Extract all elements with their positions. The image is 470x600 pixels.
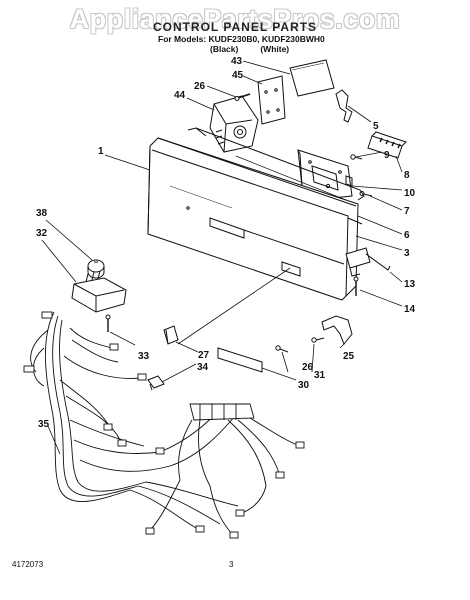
part-31-screw [275, 345, 289, 353]
part-30-plate [217, 347, 263, 373]
callout-10: 10 [404, 188, 416, 199]
leader-lines [41, 60, 403, 455]
callout-13: 13 [404, 279, 416, 290]
callout-43: 43 [231, 56, 243, 67]
part-35-wire-harness [23, 311, 305, 539]
part-33-screw [105, 314, 111, 332]
callout-27: 27 [198, 350, 210, 361]
callout-26-lower: 26 [302, 362, 314, 373]
callout-44: 44 [174, 90, 186, 101]
variant-row: (Black) (White) [210, 44, 311, 54]
part-6-trim-line [347, 217, 363, 225]
callout-14: 14 [404, 304, 416, 315]
callout-3: 3 [404, 248, 410, 259]
control-rod [187, 127, 365, 205]
callout-1: 1 [98, 146, 104, 157]
part-25-bracket [321, 315, 353, 345]
watermark: AppliancePartsPros.com [69, 4, 401, 34]
callout-5: 5 [373, 121, 379, 132]
callout-8: 8 [404, 170, 410, 181]
part-34-clip [147, 375, 165, 391]
callout-32: 32 [36, 228, 48, 239]
page-title: CONTROL PANEL PARTS [152, 20, 318, 34]
part-43-plate [289, 59, 335, 97]
callout-6: 6 [404, 230, 410, 241]
part-26-screw-top [234, 93, 251, 101]
callout-25: 25 [343, 351, 355, 362]
callout-34: 34 [197, 362, 209, 373]
part-38-knob [87, 259, 105, 279]
variant-white: (White) [260, 44, 290, 54]
part-27-block [163, 325, 179, 345]
callout-45: 45 [232, 70, 244, 81]
callout-38: 38 [36, 208, 48, 219]
callout-33: 33 [138, 351, 150, 362]
variant-black: (Black) [210, 44, 239, 54]
callout-30: 30 [298, 380, 310, 391]
part-26-screw-lower [311, 337, 325, 343]
part-32-switch-housing [71, 270, 127, 313]
callout-9: 9 [384, 150, 390, 161]
part-8-connector [367, 131, 407, 159]
callout-26: 26 [194, 81, 206, 92]
document-number: 4172073 [12, 560, 44, 569]
part-5-clip [335, 89, 353, 123]
page-number: 3 [229, 560, 234, 569]
callout-35: 35 [38, 419, 50, 430]
part-13-latch [345, 247, 391, 277]
model-list: For Models: KUDF230B0, KUDF230BWH0 [158, 34, 325, 44]
part-14-screw [353, 276, 359, 296]
callout-31: 31 [314, 370, 326, 381]
part-44-switch [209, 95, 259, 153]
part-1-console-panel [147, 137, 359, 301]
callout-7: 7 [404, 206, 410, 217]
callout-labels: 43 45 26 44 5 1 9 8 10 7 38 6 32 3 13 14… [36, 56, 416, 430]
part-45-cover [257, 75, 286, 125]
